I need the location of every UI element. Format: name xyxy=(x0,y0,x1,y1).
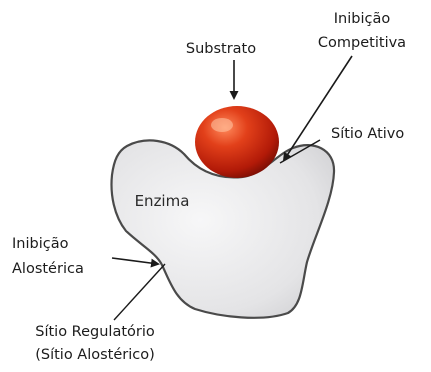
allosteric-inhibition-label-line2: Alostérica xyxy=(12,261,84,277)
regulatory-site-label-line2: (Sítio Alostérico) xyxy=(35,347,155,363)
active-site-label: Sítio Ativo xyxy=(331,126,404,142)
competitive-inhibition-arrow xyxy=(284,56,352,160)
substrate-label: Substrato xyxy=(186,41,256,57)
competitive-inhibition-label-line2: Competitiva xyxy=(318,35,406,51)
allosteric-inhibition-label-line1: Inibição xyxy=(12,236,69,252)
enzyme-label: Enzima xyxy=(135,192,190,210)
allosteric-inhibition-arrow xyxy=(112,258,158,264)
regulatory-site-pointer xyxy=(114,264,165,320)
substrate-ball xyxy=(195,106,279,178)
substrate-highlight xyxy=(211,118,233,132)
competitive-inhibition-label-line1: Inibição xyxy=(334,11,391,27)
regulatory-site-label-line1: Sítio Regulatório xyxy=(35,324,155,340)
